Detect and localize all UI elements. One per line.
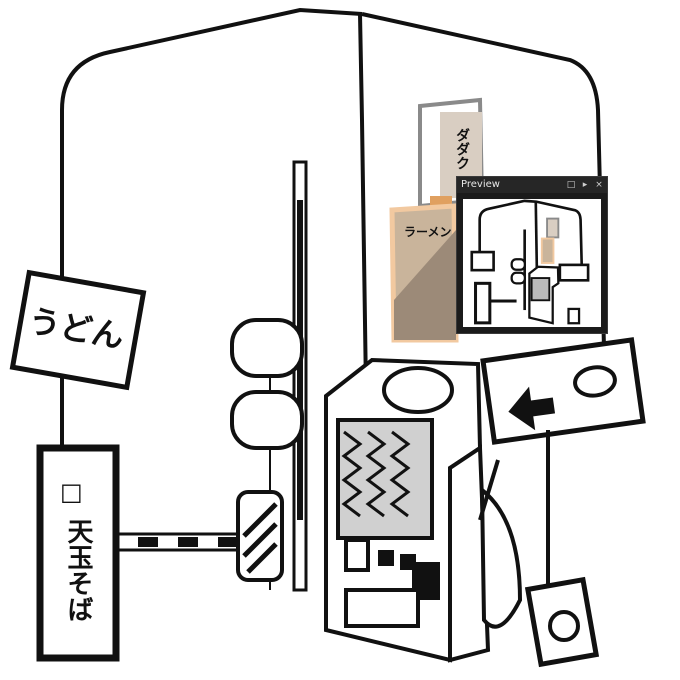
building-corner-edge: [358, 13, 368, 391]
preview-titlebar[interactable]: Preview □ ▸ ×: [457, 177, 607, 193]
poster-tall: ラーメン: [389, 203, 459, 343]
vertical-sign: □ 天玉そば: [36, 444, 120, 662]
udon-sign: うどん: [9, 269, 147, 391]
small-sign: [524, 576, 600, 668]
poster-tall-label: ラーメン: [404, 225, 452, 239]
building-outline-left: [60, 7, 363, 280]
gate-bar: [116, 490, 284, 582]
lamps: [230, 318, 304, 450]
panel-menu-icon[interactable]: ▸: [582, 180, 588, 190]
vending-machine: [324, 357, 491, 663]
building-outline-right: [361, 12, 606, 349]
preview-title: Preview: [461, 179, 500, 190]
restore-icon[interactable]: □: [566, 180, 576, 190]
close-icon[interactable]: ×: [595, 180, 603, 190]
traffic-pole: [292, 160, 308, 592]
vertical-sign-box: □: [60, 478, 83, 506]
vertical-sign-label: 天玉そば: [63, 518, 93, 622]
preview-panel: Preview □ ▸ ×: [456, 176, 608, 334]
poster-top-label: ダダク: [454, 127, 470, 170]
preview-thumbnail-image: [470, 199, 590, 325]
side-bag: [478, 459, 523, 629]
arrow-sign: [480, 337, 646, 590]
preview-thumbnail[interactable]: [463, 199, 601, 327]
